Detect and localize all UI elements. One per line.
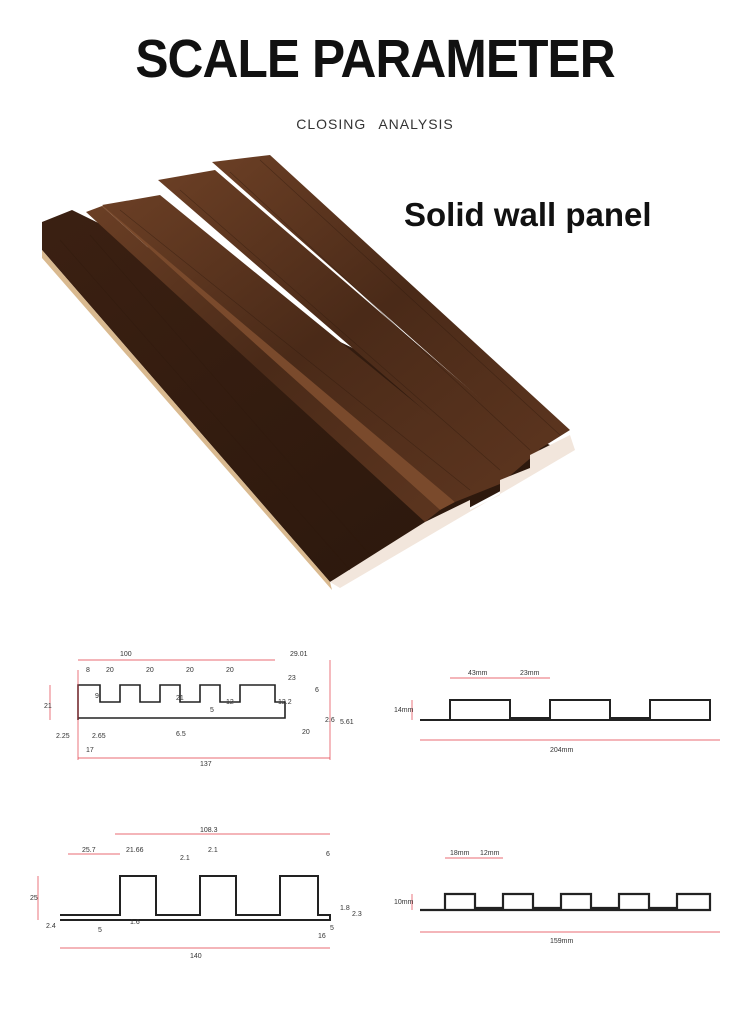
d1-dim-1: 29.01 [290, 651, 308, 658]
d4-dim-0: 18mm [450, 850, 470, 857]
d3-dim-9: 1.6 [130, 919, 140, 926]
d2-dim-0: 43mm [468, 670, 488, 677]
d1-dim-20: 2.6 [325, 717, 335, 724]
d3-dim-11: 2.3 [352, 911, 362, 918]
drawing-1-cross-section: 100 29.01 8 20 20 20 20 23 6 21 9 21 5 1… [44, 651, 354, 768]
product-label: Solid wall panel [404, 196, 652, 233]
d1-dim-16: 2.65 [92, 733, 106, 740]
d3-dim-5: 6 [326, 851, 330, 858]
page-title: SCALE PARAMETER [135, 29, 615, 89]
d1-dim-3: 20 [106, 667, 114, 674]
d4-dim-2: 10mm [394, 899, 414, 906]
d1-dim-4: 20 [146, 667, 154, 674]
drawing-3-cross-section: 108.3 25.7 21.66 2.1 2.1 6 25 2.4 5 1.6 … [30, 827, 362, 960]
d3-dim-0: 108.3 [200, 827, 218, 834]
d1-dim-13: 12 [226, 699, 234, 706]
d4-dim-3: 159mm [550, 938, 574, 945]
d3-dim-3: 2.1 [180, 855, 190, 862]
d4-dim-1: 12mm [480, 850, 500, 857]
d1-dim-15: 2.25 [56, 733, 70, 740]
d2-dim-2: 14mm [394, 707, 414, 714]
d3-dim-7: 2.4 [46, 923, 56, 930]
d1-dim-19: 20 [302, 729, 310, 736]
d1-dim-11: 21 [176, 695, 184, 702]
d1-dim-18: 6.5 [176, 731, 186, 738]
d1-dim-22: 137 [200, 761, 212, 768]
d1-dim-8: 6 [315, 687, 319, 694]
d3-dim-14: 140 [190, 953, 202, 960]
page-subtitle: CLOSING ANALYSIS [296, 116, 454, 132]
d1-dim-7: 23 [288, 675, 296, 682]
d1-dim-6: 20 [226, 667, 234, 674]
d1-dim-5: 20 [186, 667, 194, 674]
drawing-4-cross-section: 18mm 12mm 10mm 159mm [394, 850, 720, 945]
panel-end-face [330, 435, 575, 588]
wall-panel-image [42, 155, 575, 590]
d3-dim-1: 25.7 [82, 847, 96, 854]
d3-dim-4: 2.1 [208, 847, 218, 854]
d3-dim-6: 25 [30, 895, 38, 902]
slat-3 [158, 170, 540, 480]
d1-dim-14: 12.2 [278, 699, 292, 706]
d2-dim-1: 23mm [520, 670, 540, 677]
slat-4 [212, 155, 570, 450]
d2-dim-3: 204mm [550, 747, 574, 754]
d1-dim-0: 100 [120, 651, 132, 658]
slat-1 [86, 206, 440, 522]
d1-dim-12: 5 [210, 707, 214, 714]
d1-dim-2: 8 [86, 667, 90, 674]
d1-dim-10: 9 [95, 693, 99, 700]
d3-dim-12: 16 [318, 933, 326, 940]
slat-2 [102, 195, 510, 502]
d1-dim-17: 17 [86, 747, 94, 754]
d1-dim-9: 21 [44, 703, 52, 710]
d1-dim-21: 5.61 [340, 719, 354, 726]
drawing-2-cross-section: 43mm 23mm 14mm 204mm [394, 670, 720, 754]
d3-dim-2: 21.66 [126, 847, 144, 854]
d3-dim-13: 5 [330, 925, 334, 932]
d3-dim-10: 1.8 [340, 905, 350, 912]
d3-dim-8: 5 [98, 927, 102, 934]
